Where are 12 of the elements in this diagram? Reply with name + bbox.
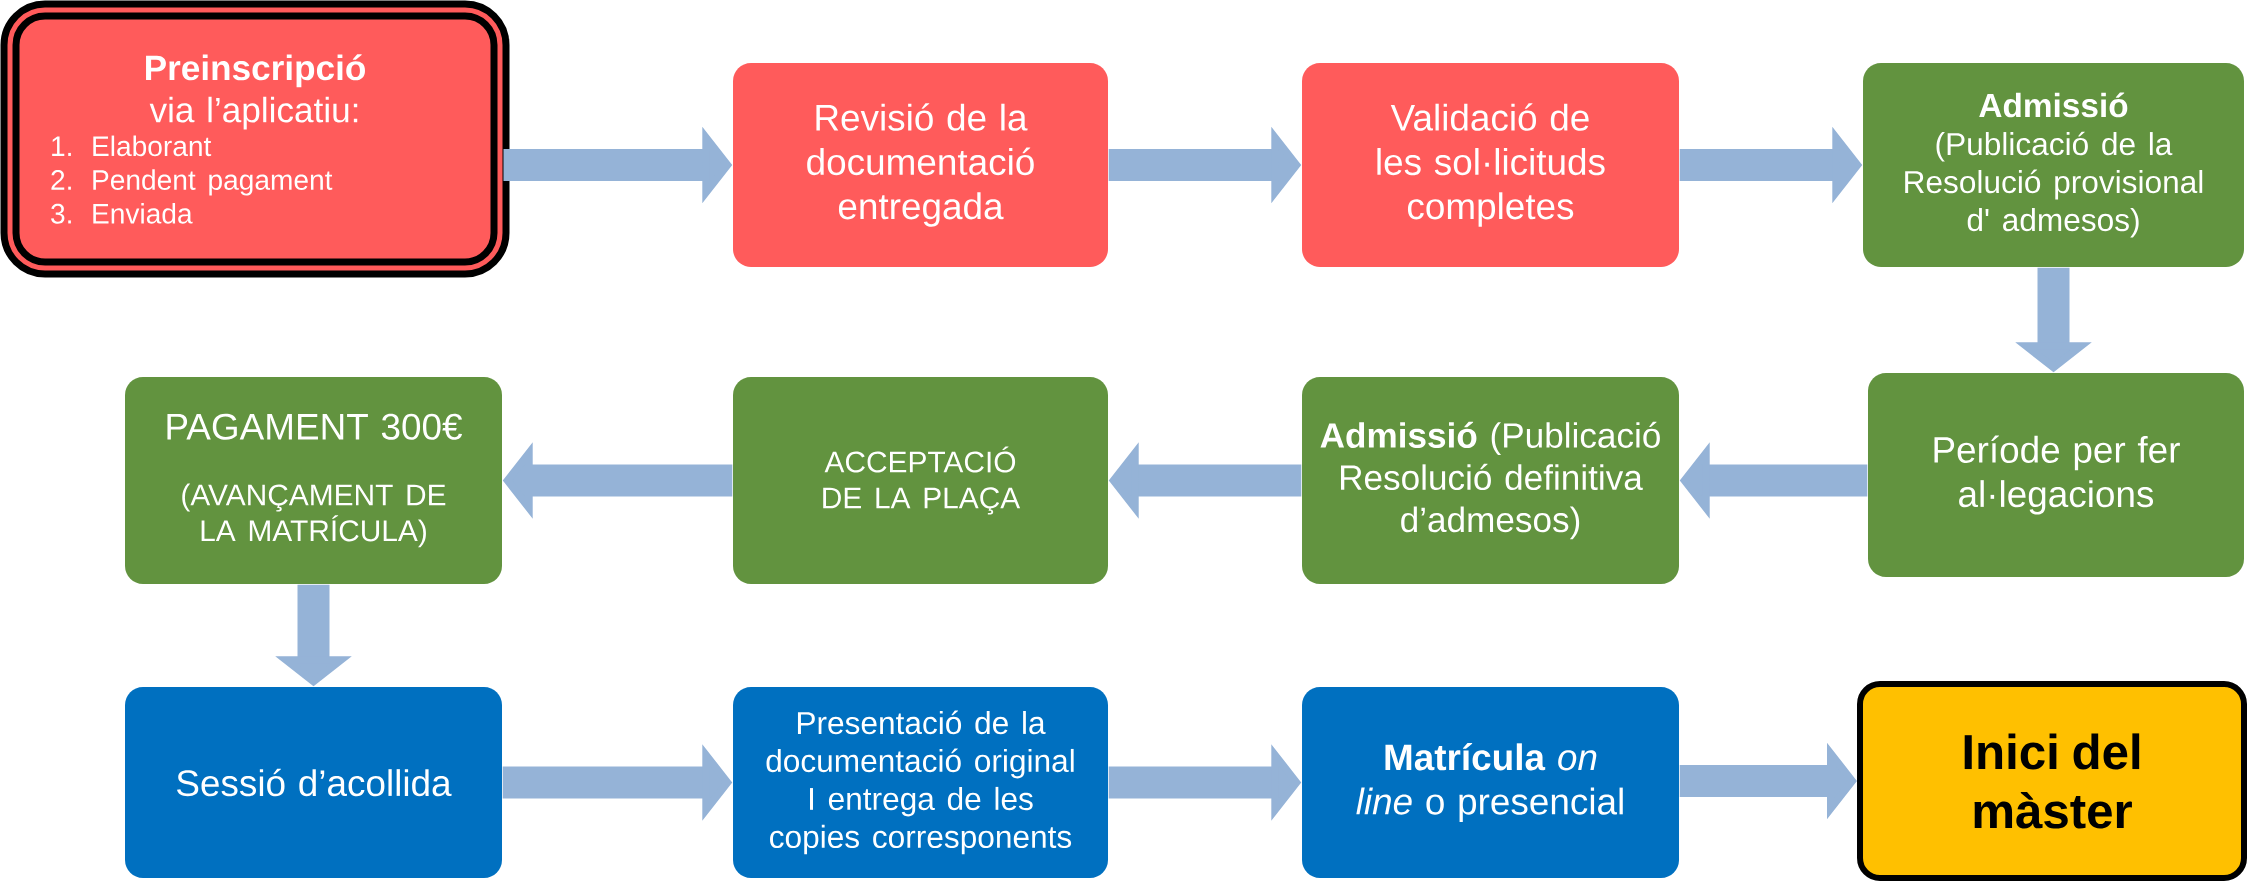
process-box: Sessió d’acollida <box>125 687 502 878</box>
end-box: Inici del màster <box>1857 681 2247 881</box>
process-box: Presentació de la documentació original I entrega de les copies corresponents <box>733 687 1108 878</box>
process-box: Revisió de la documentació entregada <box>733 63 1108 267</box>
process-box: PAGAMENT 300€ (AVANÇAMENT DE LA MATRÍCULA) <box>125 377 502 584</box>
process-box: Admissió (Publicació Resolució definitiva d’admesos) <box>1302 377 1679 584</box>
process-box: Matrícula on line o presencial <box>1302 687 1679 878</box>
process-box: Admissió (Publicació de la Resolució provisional d' admesos) <box>1863 63 2244 267</box>
process-box: Validació de les sol·licituds completes <box>1302 63 1679 267</box>
start-box: Preinscripció via l’aplicatiu: 1. Elaborant 2. Pendent pagament 3. Enviada <box>0 0 510 278</box>
process-box: Període per fer al·legacions <box>1868 373 2244 577</box>
process-box: ACCEPTACIÓ DE LA PLAÇA <box>733 377 1108 584</box>
